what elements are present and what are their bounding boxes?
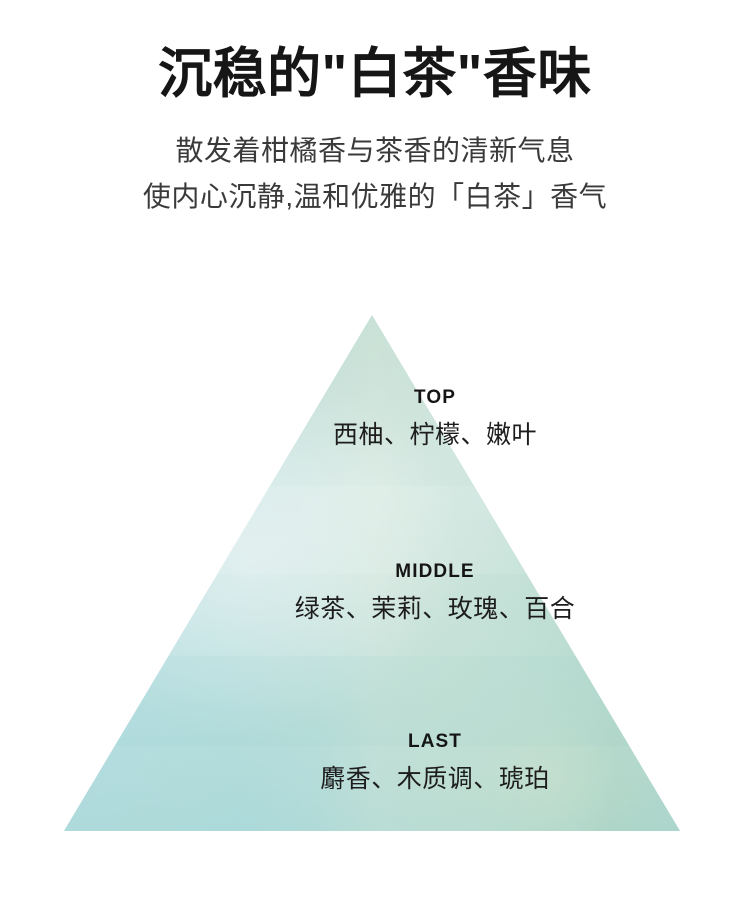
fragrance-pyramid: TOP 西柚、柠檬、嫩叶 MIDDLE 绿茶、茉莉、玫瑰、百合 LAST 麝香、… [0, 300, 750, 860]
subtitle-line-2: 使内心沉静,温和优雅的「白茶」香气 [142, 180, 608, 212]
tier-last-label: LAST [407, 731, 462, 752]
tier-last-notes: 麝香、木质调、琥珀 [320, 765, 550, 793]
pyramid-tier-top: TOP 西柚、柠檬、嫩叶 [60, 388, 750, 450]
tier-top-label: TOP [413, 387, 456, 408]
tier-middle-label: MIDDLE [395, 561, 475, 582]
pyramid-tier-last: LAST 麝香、木质调、琥珀 [60, 732, 750, 794]
tier-middle-notes: 绿茶、茉莉、玫瑰、百合 [294, 595, 576, 623]
tier-top-notes: 西柚、柠檬、嫩叶 [332, 421, 537, 449]
subtitle-block: 散发着柑橘香与茶香的清新气息 使内心沉静,温和优雅的「白茶」香气 [0, 128, 750, 219]
page-title: 沉稳的"白茶"香味 [158, 44, 592, 104]
pyramid-tier-middle: MIDDLE 绿茶、茉莉、玫瑰、百合 [60, 562, 750, 624]
subtitle-line-1: 散发着柑橘香与茶香的清新气息 [175, 135, 575, 167]
header: 沉稳的"白茶"香味 散发着柑橘香与茶香的清新气息 使内心沉静,温和优雅的「白茶」… [0, 0, 750, 219]
pyramid-triangle-graphic: TOP 西柚、柠檬、嫩叶 MIDDLE 绿茶、茉莉、玫瑰、百合 LAST 麝香、… [60, 300, 690, 845]
pyramid-shape-icon [64, 315, 680, 831]
